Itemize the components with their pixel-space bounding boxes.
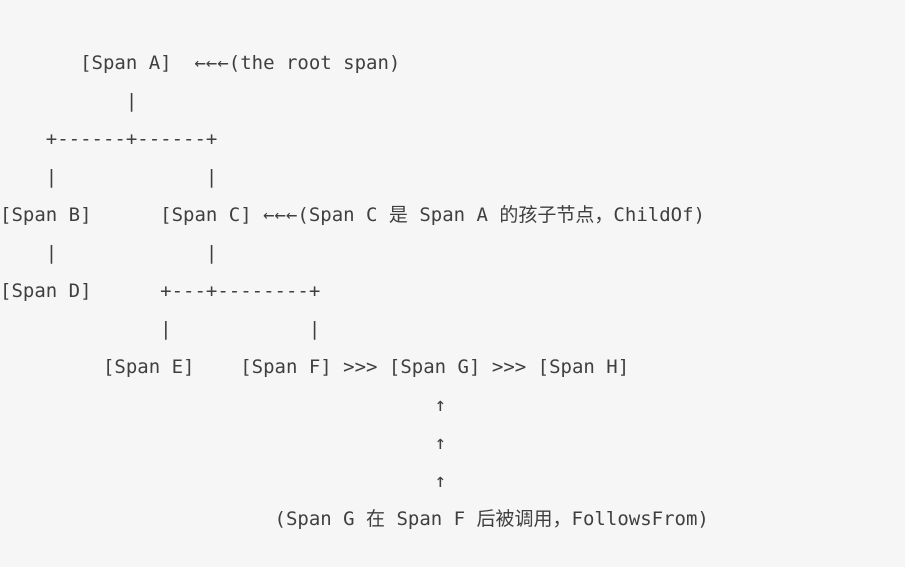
diagram-line-10: ↑ (0, 394, 447, 416)
diagram-line-5: [Span B] [Span C] ←←←(Span C 是 Span A 的孩… (0, 204, 705, 226)
diagram-line-2: | (0, 90, 138, 112)
span-tree-ascii-art: [Span A] ←←←(the root span) | +------+--… (0, 44, 905, 538)
diagram-line-11: ↑ (0, 432, 447, 454)
diagram-line-12: ↑ (0, 470, 447, 492)
diagram-line-6: | | (0, 242, 218, 264)
diagram-line-4: | | (0, 166, 218, 188)
diagram-line-8: | | (0, 318, 321, 340)
diagram-line-1: [Span A] ←←←(the root span) (0, 52, 401, 74)
diagram-line-9: [Span E] [Span F] >>> [Span G] >>> [Span… (0, 356, 630, 378)
diagram-line-13: (Span G 在 Span F 后被调用，FollowsFrom) (0, 508, 709, 530)
diagram-line-7: [Span D] +---+--------+ (0, 280, 321, 302)
diagram-line-3: +------+------+ (0, 128, 218, 150)
